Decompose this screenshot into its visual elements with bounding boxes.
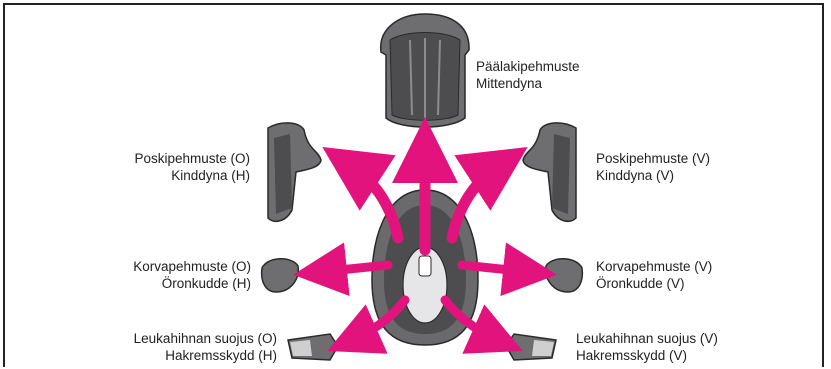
- label-strap-right-sv: Hakremsskydd (V): [576, 347, 718, 364]
- label-strap-left-sv: Hakremsskydd (H): [134, 347, 277, 364]
- crown-pad: [381, 14, 469, 127]
- cheek-pad-right: [523, 123, 576, 221]
- ear-pad-right: [546, 259, 583, 292]
- label-strap-right-fi: Leukahihnan suojus (V): [576, 330, 718, 347]
- label-cheek-left-sv: Kinddyna (H): [134, 167, 250, 184]
- label-strap-left: Leukahihnan suojus (O) Hakremsskydd (H): [134, 330, 277, 364]
- label-cheek-right-sv: Kinddyna (V): [596, 167, 710, 184]
- chin-strap-cover-left: [288, 334, 338, 360]
- label-ear-right-fi: Korvapehmuste (V): [596, 258, 712, 275]
- label-cheek-left-fi: Poskipehmuste (O): [134, 150, 250, 167]
- label-strap-right: Leukahihnan suojus (V) Hakremsskydd (V): [576, 330, 718, 364]
- label-ear-left-fi: Korvapehmuste (O): [133, 258, 251, 275]
- cheek-pad-left: [268, 123, 321, 221]
- label-crown-sv: Mittendyna: [476, 75, 580, 92]
- label-cheek-left: Poskipehmuste (O) Kinddyna (H): [134, 150, 250, 184]
- label-crown-pad: Päälakipehmuste Mittendyna: [476, 58, 580, 92]
- label-crown-fi: Päälakipehmuste: [476, 58, 580, 75]
- label-ear-left: Korvapehmuste (O) Öronkudde (H): [133, 258, 251, 292]
- label-ear-right: Korvapehmuste (V) Öronkudde (V): [596, 258, 712, 292]
- chin-strap-cover-right: [506, 334, 556, 360]
- ear-pad-left: [262, 259, 299, 292]
- label-strap-left-fi: Leukahihnan suojus (O): [134, 330, 277, 347]
- label-cheek-right-fi: Poskipehmuste (V): [596, 150, 710, 167]
- label-cheek-right: Poskipehmuste (V) Kinddyna (V): [596, 150, 710, 184]
- label-ear-right-sv: Öronkudde (V): [596, 275, 712, 292]
- label-ear-left-sv: Öronkudde (H): [133, 275, 251, 292]
